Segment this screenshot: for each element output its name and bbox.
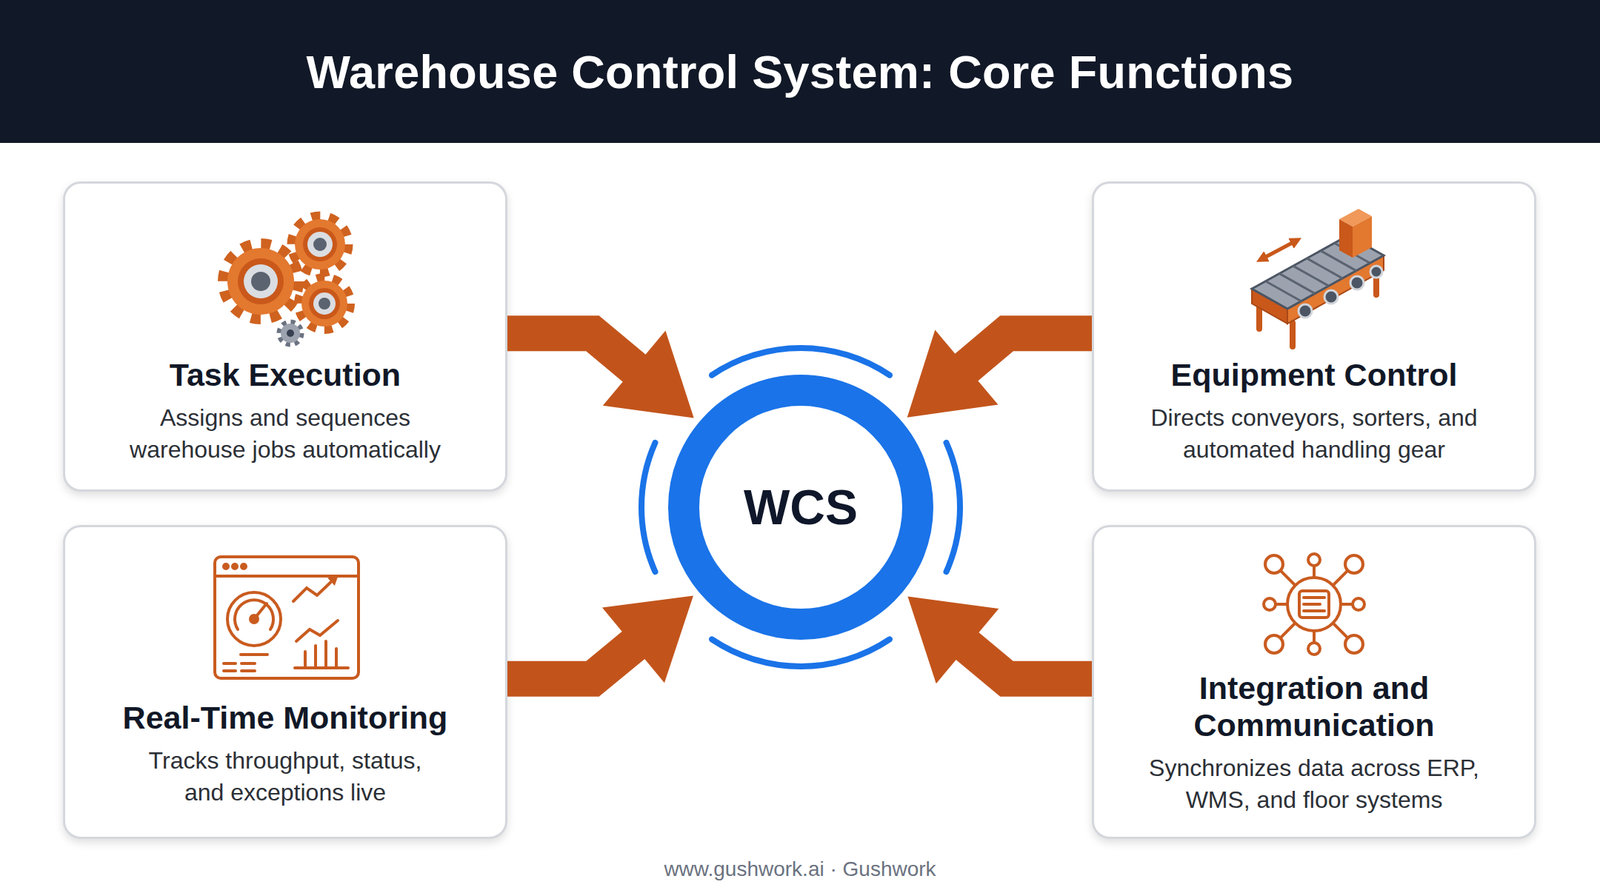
process-box: Task ExecutionAssigns and sequences ware…	[62, 181, 508, 492]
flow-arrow	[507, 331, 695, 419]
body-text: Tracks throughput, status, and exception…	[137, 745, 434, 809]
arrow-shaft	[962, 333, 1092, 371]
body-text: Assigns and sequences warehouse jobs aut…	[111, 402, 460, 466]
outer-ring-arc	[638, 440, 658, 575]
flow-arrow	[907, 330, 1092, 418]
heading-text: Equipment Control	[1106, 356, 1522, 394]
arrow-shaft	[507, 333, 638, 372]
process-box: Equipment ControlDirects conveyors, sort…	[1091, 181, 1537, 492]
outer-ring-arc	[708, 636, 893, 670]
arrow-head	[907, 596, 999, 684]
heading-text: Integration and Communication	[1114, 669, 1515, 744]
arrow-shaft	[507, 642, 638, 680]
outer-ring-arc	[708, 345, 893, 379]
arrow-head	[602, 331, 695, 419]
dashboard-icon	[214, 557, 359, 679]
conveyor-icon	[1251, 208, 1384, 347]
watermark-text: www.gushwork.ai · Gushwork	[0, 857, 1600, 883]
gear-icon	[223, 216, 351, 345]
flow-arrow	[907, 596, 1092, 684]
network-icon	[1263, 554, 1365, 655]
hub-label: WCS	[743, 479, 858, 536]
arrow-head	[907, 330, 999, 418]
process-box: Integration and CommunicationSynchronize…	[1091, 525, 1537, 840]
body-text: Directs conveyors, sorters, and automate…	[1128, 402, 1500, 466]
heading-text: Real-Time Monitoring	[77, 699, 493, 737]
title-text: Warehouse Control System: Core Functions	[306, 45, 1295, 99]
heading-text: Task Execution	[77, 356, 493, 394]
header-band	[0, 0, 1600, 143]
hub-ring	[683, 390, 918, 625]
body-text: Synchronizes data across ERP, WMS, and f…	[1136, 752, 1492, 817]
flow-arrow	[507, 596, 694, 684]
arrow-shaft	[963, 643, 1092, 680]
arrow-head	[602, 596, 694, 684]
outer-ring-arc	[943, 440, 963, 575]
process-box: Real-Time MonitoringTracks throughput, s…	[62, 525, 508, 840]
hub-circle: WCS	[637, 344, 964, 671]
